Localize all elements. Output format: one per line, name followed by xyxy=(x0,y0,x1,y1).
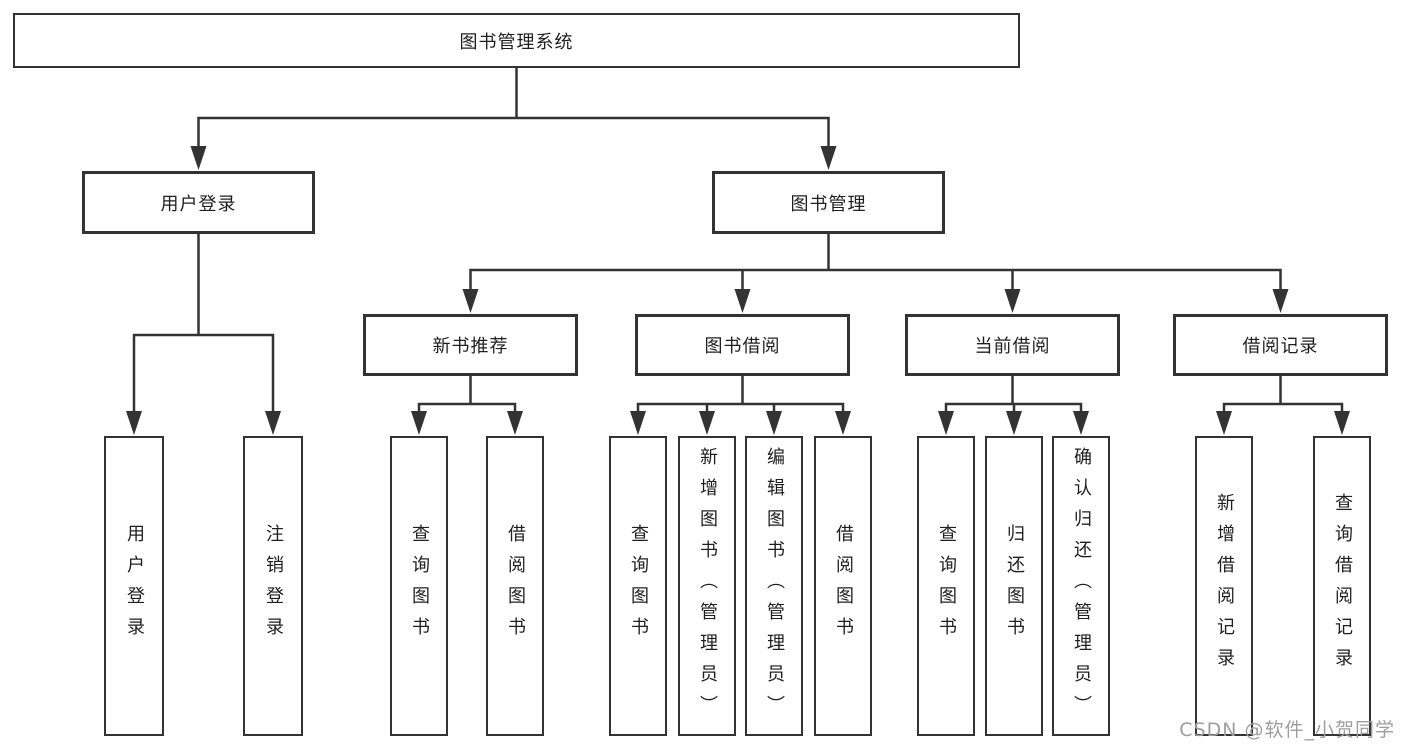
node-book-management-branch: 图书管理 xyxy=(712,171,945,234)
node-label: 归还图书 xyxy=(1004,524,1025,648)
node-label: 注销登录 xyxy=(263,524,284,648)
leaf-query-books-borrowing: 查询图书 xyxy=(609,436,667,736)
node-label: 借阅记录 xyxy=(1242,336,1319,357)
node-label: 图书管理 xyxy=(790,193,867,215)
node-label: 用户登录 xyxy=(160,193,237,215)
node-label: 编辑图书（管理员） xyxy=(764,446,785,726)
node-label: 借阅图书 xyxy=(505,524,526,648)
leaf-query-borrow-record: 查询借阅记录 xyxy=(1313,436,1371,736)
node-label: 图书借阅 xyxy=(704,336,781,357)
node-borrowing-records: 借阅记录 xyxy=(1173,314,1388,376)
node-label: 查询图书 xyxy=(628,524,649,648)
node-label: 查询图书 xyxy=(936,524,957,648)
node-label: 新增图书（管理员） xyxy=(697,446,718,726)
leaf-edit-books-admin: 编辑图书（管理员） xyxy=(745,436,803,736)
node-label: 查询借阅记录 xyxy=(1332,493,1353,679)
leaf-logout: 注销登录 xyxy=(243,436,303,736)
leaf-add-borrow-record: 新增借阅记录 xyxy=(1195,436,1253,736)
node-label: 当前借阅 xyxy=(974,336,1051,357)
arrowhead-icons xyxy=(126,146,1350,435)
node-label: 借阅图书 xyxy=(833,524,854,648)
node-user-login-branch: 用户登录 xyxy=(82,171,315,234)
leaf-confirm-return-admin: 确认归还（管理员） xyxy=(1052,436,1110,736)
node-new-book-recommendation: 新书推荐 xyxy=(363,314,578,376)
leaf-return-books: 归还图书 xyxy=(985,436,1043,736)
leaf-query-books-recommend: 查询图书 xyxy=(390,436,448,736)
leaf-borrow-books: 借阅图书 xyxy=(814,436,872,736)
node-label: 新书推荐 xyxy=(432,336,509,357)
node-label: 新增借阅记录 xyxy=(1214,493,1235,679)
node-label: 用户登录 xyxy=(124,524,145,648)
watermark: CSDN @软件_小贺同学 xyxy=(1179,719,1395,741)
node-book-borrowing: 图书借阅 xyxy=(635,314,850,376)
node-library-management-system: 图书管理系统 xyxy=(13,13,1020,68)
leaf-query-books-current: 查询图书 xyxy=(917,436,975,736)
node-label: 图书管理系统 xyxy=(459,31,574,53)
node-label: 查询图书 xyxy=(409,524,430,648)
node-label: 确认归还（管理员） xyxy=(1071,446,1092,726)
leaf-user-login: 用户登录 xyxy=(104,436,164,736)
leaf-borrow-books-recommend: 借阅图书 xyxy=(486,436,544,736)
leaf-add-books-admin: 新增图书（管理员） xyxy=(678,436,736,736)
node-current-borrowing: 当前借阅 xyxy=(905,314,1120,376)
